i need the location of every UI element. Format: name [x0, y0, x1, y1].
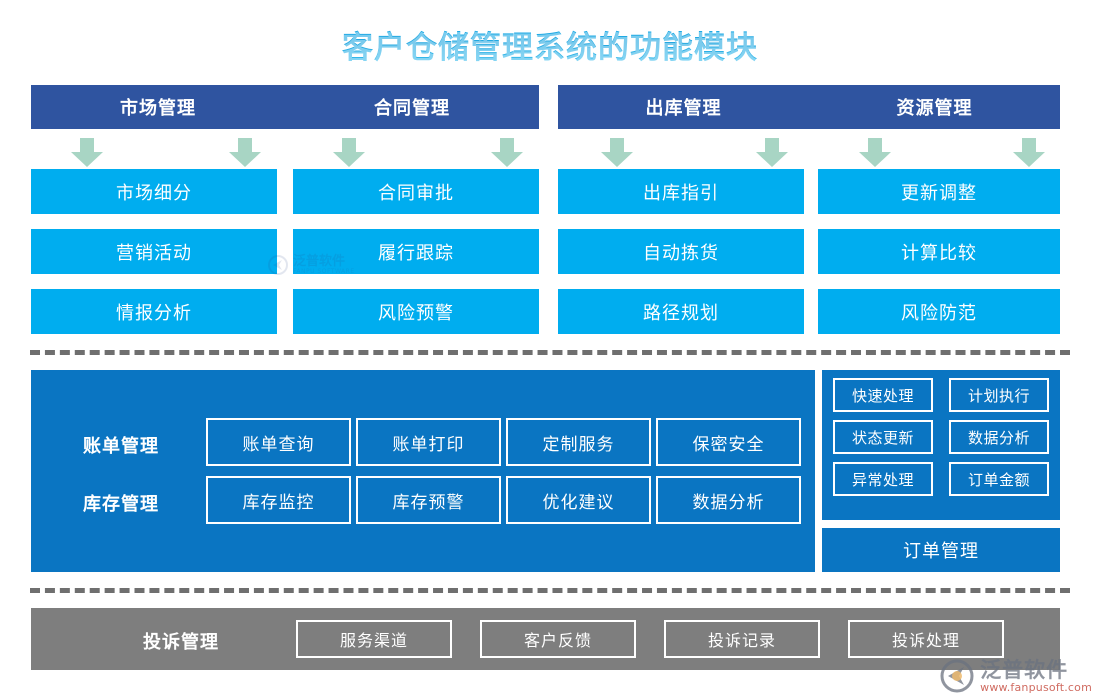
item-exception-handling[interactable]: 异常处理 [833, 462, 933, 496]
header-outbound-management[interactable]: 出库管理 [645, 98, 722, 119]
logo-url: www.fanpusoft.com [980, 681, 1092, 694]
item-fast-processing[interactable]: 快速处理 [833, 378, 933, 412]
item-bill-query[interactable]: 账单查询 [206, 418, 351, 466]
item-performance-tracking[interactable]: 履行跟踪 [293, 229, 539, 274]
item-marketing-campaign[interactable]: 营销活动 [31, 229, 277, 274]
down-arrow-icon [228, 138, 262, 167]
item-plan-execution[interactable]: 计划执行 [949, 378, 1049, 412]
item-status-update[interactable]: 状态更新 [833, 420, 933, 454]
item-update-adjustment[interactable]: 更新调整 [818, 169, 1060, 214]
fanpu-logo-icon [940, 659, 974, 693]
header-market-management[interactable]: 市场管理 [120, 98, 196, 119]
down-arrow-icon [755, 138, 789, 167]
item-intelligence-analysis[interactable]: 情报分析 [31, 289, 277, 334]
down-arrow-icon [600, 138, 634, 167]
down-arrow-icon [490, 138, 524, 167]
item-auto-picking[interactable]: 自动拣货 [558, 229, 804, 274]
header-contract-management[interactable]: 合同管理 [374, 98, 450, 119]
fanpu-logo: 泛普软件 www.fanpusoft.com [940, 659, 1092, 694]
item-risk-warning[interactable]: 风险预警 [293, 289, 539, 334]
item-inventory-monitoring[interactable]: 库存监控 [206, 476, 351, 524]
item-market-segmentation[interactable]: 市场细分 [31, 169, 277, 214]
order-management-bar[interactable]: 订单管理 [822, 528, 1060, 572]
logo-name: 泛普软件 [980, 657, 1069, 682]
item-confidential-security[interactable]: 保密安全 [656, 418, 801, 466]
item-optimization-suggestion[interactable]: 优化建议 [506, 476, 651, 524]
item-calculation-comparison[interactable]: 计算比较 [818, 229, 1060, 274]
down-arrow-icon [858, 138, 892, 167]
down-arrow-icon [70, 138, 104, 167]
row-label-complaint-management: 投诉管理 [143, 632, 219, 653]
item-customer-feedback[interactable]: 客户反馈 [480, 620, 636, 658]
item-bill-print[interactable]: 账单打印 [356, 418, 501, 466]
section-divider [30, 350, 1070, 355]
row-label-billing-management: 账单管理 [83, 436, 159, 457]
item-custom-service[interactable]: 定制服务 [506, 418, 651, 466]
item-data-analysis[interactable]: 数据分析 [656, 476, 801, 524]
page-title: 客户仓储管理系统的功能模块 [0, 22, 1100, 67]
billing-inventory-panel: 账单管理 库存管理 账单查询 账单打印 定制服务 保密安全 库存监控 库存预警 … [31, 370, 815, 572]
item-complaint-record[interactable]: 投诉记录 [664, 620, 820, 658]
item-contract-approval[interactable]: 合同审批 [293, 169, 539, 214]
order-processing-cluster: 快速处理 状态更新 异常处理 计划执行 数据分析 订单金额 [822, 370, 1060, 520]
item-complaint-handling[interactable]: 投诉处理 [848, 620, 1004, 658]
section-divider [30, 588, 1070, 593]
row-label-inventory-management: 库存管理 [83, 494, 159, 515]
item-data-analysis-order[interactable]: 数据分析 [949, 420, 1049, 454]
item-route-planning[interactable]: 路径规划 [558, 289, 804, 334]
complaint-management-panel: 投诉管理 服务渠道 客户反馈 投诉记录 投诉处理 [31, 608, 1060, 670]
item-inventory-warning[interactable]: 库存预警 [356, 476, 501, 524]
item-risk-prevention[interactable]: 风险防范 [818, 289, 1060, 334]
item-service-channel[interactable]: 服务渠道 [296, 620, 452, 658]
item-order-amount[interactable]: 订单金额 [949, 462, 1049, 496]
header-resource-management[interactable]: 资源管理 [896, 98, 973, 119]
down-arrow-icon [1012, 138, 1046, 167]
down-arrow-icon [332, 138, 366, 167]
header-bar-group-2: 出库管理 资源管理 [558, 85, 1060, 129]
header-bar-group-1: 市场管理 合同管理 [31, 85, 539, 129]
item-outbound-guidance[interactable]: 出库指引 [558, 169, 804, 214]
